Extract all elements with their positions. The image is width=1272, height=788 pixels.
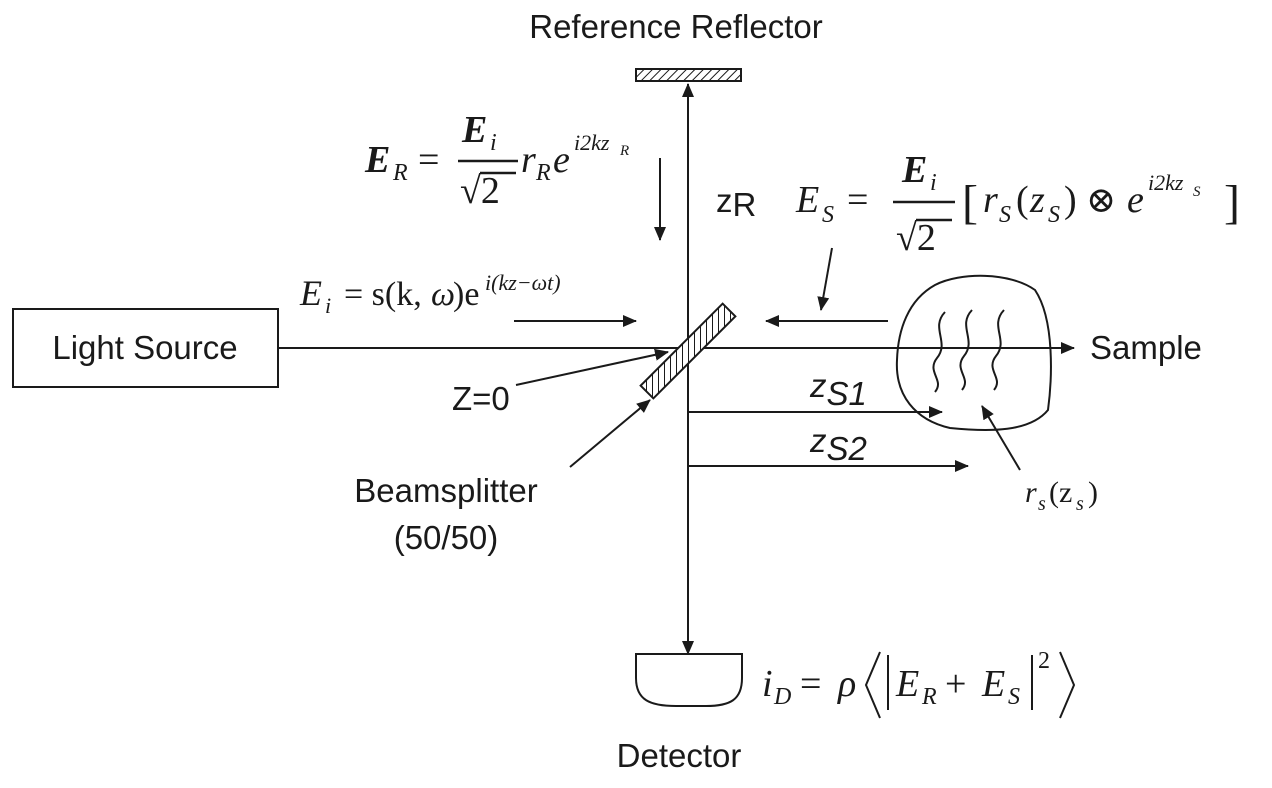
- svg-text:=: =: [800, 663, 821, 705]
- z0-label: Z=0: [452, 380, 510, 417]
- svg-text:+: +: [945, 663, 966, 705]
- zs1-label: zS1: [809, 367, 867, 412]
- svg-text:R: R: [392, 160, 408, 186]
- svg-text:i: i: [490, 130, 497, 156]
- svg-text:√2: √2: [896, 217, 936, 259]
- beamsplitter-ratio-label: (50/50): [394, 519, 499, 556]
- svg-text:S: S: [1048, 202, 1060, 228]
- svg-text:D: D: [773, 684, 791, 710]
- equation-id: i D = ρ E R + E S 2: [762, 648, 1076, 719]
- svg-text:S: S: [1193, 184, 1201, 200]
- sample-blob: [895, 274, 1052, 432]
- svg-text:S: S: [999, 202, 1011, 228]
- equation-ei: E i = s(k, ω )e i(kz−ωt): [299, 270, 561, 318]
- svg-text:]: ]: [1224, 176, 1240, 229]
- svg-text:2: 2: [1038, 648, 1050, 674]
- svg-text:E: E: [795, 179, 819, 221]
- svg-text:S: S: [822, 202, 834, 228]
- svg-text:E: E: [895, 663, 919, 705]
- zs2-label: zS2: [809, 422, 867, 467]
- svg-text:R: R: [921, 684, 937, 710]
- svg-text:E: E: [901, 149, 927, 191]
- sample-scatter-wave-1: [932, 311, 946, 393]
- svg-text:E: E: [364, 139, 390, 181]
- detector-shape: [635, 653, 743, 707]
- svg-text:): ): [1064, 179, 1077, 221]
- svg-text:i(kz−ωt): i(kz−ωt): [485, 270, 561, 295]
- svg-text:): ): [1088, 476, 1098, 509]
- es-direction-arrow: [817, 247, 833, 311]
- sample-scatter-wave-2: [959, 309, 973, 391]
- svg-text:)e: )e: [453, 276, 479, 313]
- svg-text:E: E: [299, 273, 322, 313]
- beamsplitter-label: Beamsplitter: [354, 472, 537, 509]
- svg-text:r: r: [983, 179, 998, 221]
- sample-label: Sample: [1090, 329, 1202, 366]
- svg-text:s: s: [1076, 493, 1084, 515]
- svg-text:i: i: [325, 293, 331, 318]
- svg-text:E: E: [981, 663, 1005, 705]
- svg-text:(z: (z: [1049, 476, 1072, 509]
- svg-text:[: [: [962, 176, 978, 229]
- svg-text:e: e: [1127, 179, 1144, 221]
- reference-mirror: [635, 68, 742, 82]
- beamsplitter-pointer: [569, 399, 651, 468]
- svg-text:(: (: [1016, 179, 1029, 221]
- svg-text:i2kz: i2kz: [1148, 170, 1184, 195]
- svg-text:E: E: [461, 109, 487, 151]
- detector-label: Detector: [617, 737, 742, 774]
- rs-label: r s (z s ): [1025, 476, 1098, 515]
- svg-text:= s(k,: = s(k,: [344, 276, 422, 313]
- svg-text:i2kz: i2kz: [574, 130, 610, 155]
- svg-text:e: e: [553, 139, 570, 181]
- svg-text:s: s: [1038, 493, 1046, 515]
- rs-pointer: [981, 405, 1021, 471]
- beamsplitter: [639, 302, 737, 400]
- svg-text:⊗: ⊗: [1086, 180, 1116, 220]
- svg-text:ω: ω: [431, 276, 455, 313]
- reference-reflector-label: Reference Reflector: [529, 8, 822, 45]
- svg-text:r: r: [1025, 476, 1037, 509]
- svg-text:R: R: [535, 160, 551, 186]
- sample-scatter-wave-3: [991, 309, 1005, 391]
- svg-text:r: r: [521, 139, 536, 181]
- svg-text:R: R: [619, 143, 629, 159]
- svg-text:z: z: [1029, 179, 1045, 221]
- svg-text:S: S: [1008, 684, 1020, 710]
- svg-text:=: =: [418, 139, 439, 181]
- svg-text:ρ: ρ: [837, 663, 856, 705]
- z0-pointer: [515, 348, 669, 386]
- zr-label: zR: [716, 182, 756, 223]
- svg-text:i: i: [762, 663, 773, 705]
- equation-es: E S = E i √2 [ r S ( z S ) ⊗ e i2kz S ]: [795, 149, 1240, 259]
- equation-er: E R = E i √2 r R e i2kz R: [364, 109, 629, 212]
- svg-text:=: =: [847, 179, 868, 221]
- light-source-box: [12, 308, 279, 388]
- light-source-label: Light Source: [52, 329, 237, 366]
- svg-text:i: i: [930, 170, 937, 196]
- svg-text:√2: √2: [460, 170, 500, 212]
